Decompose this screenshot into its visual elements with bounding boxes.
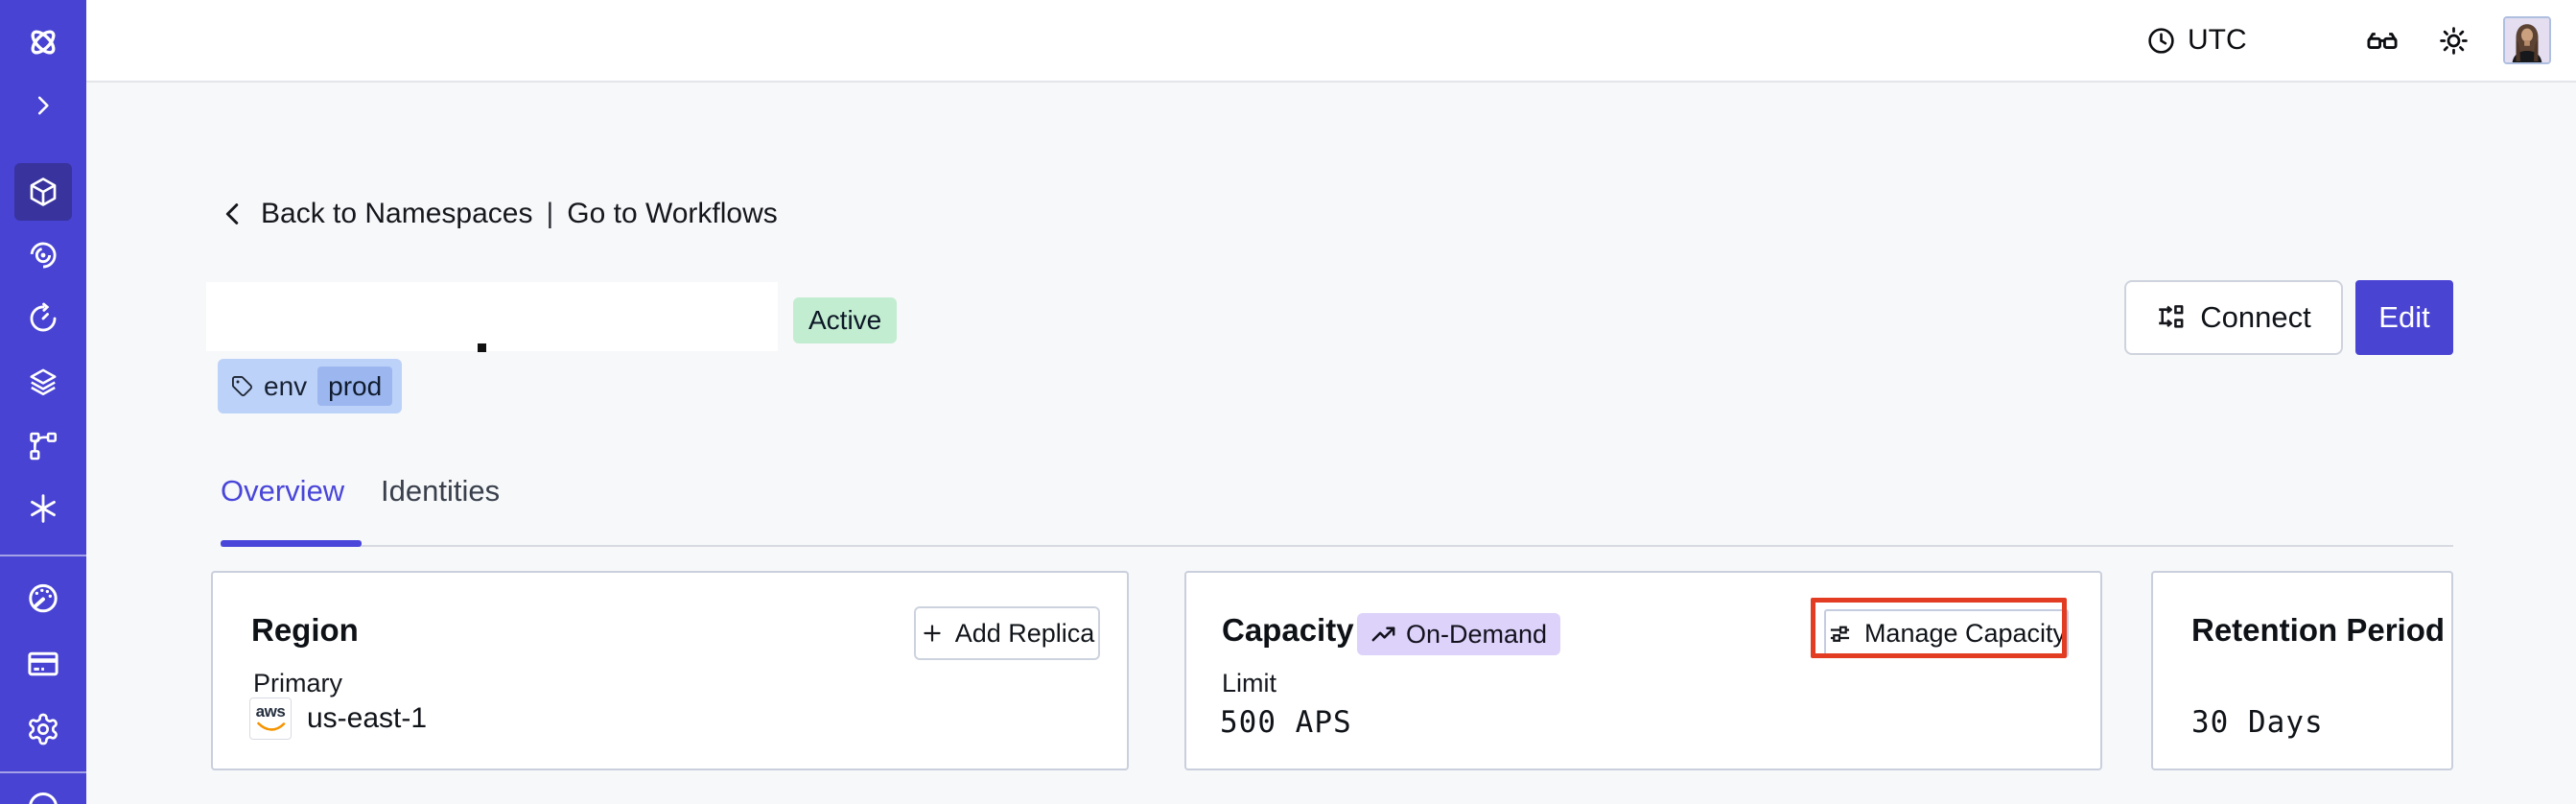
tabs-divider [221, 545, 2453, 547]
breadcrumb-separator: | [546, 198, 554, 229]
tag-value: prod [328, 370, 383, 401]
aws-logo-text: aws [255, 702, 286, 721]
connect-button-label: Connect [2200, 300, 2311, 334]
region-card: Region Add Replica Primary aws us-east-1 [211, 571, 1129, 770]
sidebar-item-nexus asterisk-icon[interactable] [0, 480, 86, 537]
region-card-title: Region [251, 612, 359, 648]
tab-overview[interactable]: Overview [221, 474, 345, 508]
region-value: us-east-1 [307, 702, 428, 734]
add-replica-button[interactable]: Add Replica [914, 606, 1100, 660]
ondemand-badge: On-Demand [1357, 613, 1561, 655]
sidebar-item-schedules timer-icon[interactable] [0, 290, 86, 347]
status-badge: Active [793, 297, 898, 343]
user-avatar[interactable] [2503, 16, 2551, 64]
temporal-logo-icon[interactable] [0, 13, 86, 71]
retention-card-title: Retention Period [2191, 612, 2446, 648]
labs-toggle glasses-icon[interactable] [2365, 24, 2400, 59]
ondemand-badge-label: On-Demand [1406, 619, 1548, 649]
sidebar-item-settings gear-icon[interactable] [0, 700, 86, 758]
add-replica-label: Add Replica [954, 618, 1095, 648]
primary-region-row: aws us-east-1 [249, 698, 427, 740]
sidebar-divider [0, 771, 86, 773]
active-tab-underline [221, 540, 362, 547]
tag-icon [232, 376, 252, 396]
breadcrumb-back-link[interactable]: Back to Namespaces [261, 198, 533, 229]
edit-button[interactable]: Edit [2355, 280, 2453, 355]
chevron-right-icon[interactable] [0, 77, 86, 134]
status-badge-label: Active [808, 305, 882, 335]
limit-label: Limit [1222, 669, 1277, 698]
namespace-name-redacted [206, 282, 778, 351]
sidebar-item-billing credit-card-icon[interactable] [0, 635, 86, 693]
sidebar-item-help partial-circle-icon[interactable] [0, 787, 86, 804]
retention-value: 30 Days [2191, 705, 2324, 740]
connect-button[interactable]: Connect [2124, 280, 2343, 355]
chevron-left-icon[interactable] [219, 200, 247, 228]
tag-value-chip: prod [317, 367, 393, 406]
trending-up-icon [1371, 627, 1395, 641]
retention-card: Retention Period 30 Days [2151, 571, 2453, 770]
sidebar-item-workflows spiral-icon[interactable] [0, 226, 86, 284]
aws-smile-arc [257, 721, 286, 731]
capacity-card-title: Capacity [1222, 612, 1354, 648]
clock-icon [2148, 27, 2174, 54]
breadcrumb-workflows-link[interactable]: Go to Workflows [567, 198, 778, 229]
sidebar-item-namespaces cube-icon[interactable] [0, 163, 86, 221]
edit-button-label: Edit [2378, 300, 2430, 334]
connect-icon [2159, 304, 2184, 328]
capacity-card: Capacity On-Demand Manage Capacity Limit… [1184, 571, 2102, 770]
plus-icon [924, 625, 941, 642]
sidebar-item-usage gauge-icon[interactable] [0, 569, 86, 627]
sidebar-item-batch-operations branch-icon[interactable] [0, 417, 86, 475]
sidebar-item-deployments layers-icon[interactable] [0, 353, 86, 411]
timezone-label: UTC [2188, 24, 2247, 56]
aws-logo-icon: aws [249, 698, 292, 740]
sidebar [0, 0, 86, 804]
breadcrumb: Back to Namespaces | Go to Workflows [219, 197, 778, 231]
timezone-selector[interactable]: UTC [2146, 0, 2247, 81]
redaction-artifact [478, 343, 486, 352]
namespace-tag: env prod [218, 359, 403, 414]
manage-capacity-button[interactable]: Manage Capacity [1824, 609, 2069, 657]
theme-toggle sun-icon[interactable] [2438, 25, 2470, 57]
tab-identities[interactable]: Identities [381, 474, 501, 508]
sliders-icon [1830, 626, 1849, 642]
primary-label: Primary [253, 669, 342, 698]
manage-capacity-label: Manage Capacity [1863, 618, 2067, 648]
capacity-limit-value: 500 APS [1220, 705, 1352, 740]
sidebar-divider [0, 555, 86, 556]
tag-key: env [264, 370, 308, 401]
